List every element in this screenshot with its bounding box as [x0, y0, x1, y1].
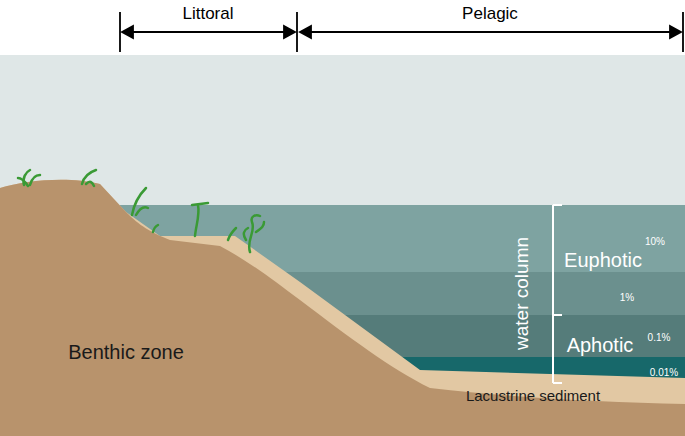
- light-percent: 10%: [645, 236, 665, 247]
- sediment: [0, 180, 685, 436]
- land: [0, 180, 685, 436]
- axis-label: water column: [512, 236, 533, 349]
- plants: [18, 170, 264, 252]
- sediment-label: Lacustrine sediment: [466, 388, 600, 405]
- light-percent: 0.01%: [650, 367, 678, 378]
- zone-name: Benthic zone: [68, 341, 184, 363]
- layer-name: Aphotic: [567, 334, 634, 356]
- column-bracket: [553, 205, 562, 383]
- layer-name: Euphotic: [564, 249, 642, 271]
- sky: [0, 55, 685, 436]
- zone-name: Pelagic: [462, 5, 518, 24]
- zone-name: Littoral: [182, 5, 233, 24]
- light-percent: 0.1%: [648, 332, 671, 343]
- light-percent: 1%: [620, 292, 634, 303]
